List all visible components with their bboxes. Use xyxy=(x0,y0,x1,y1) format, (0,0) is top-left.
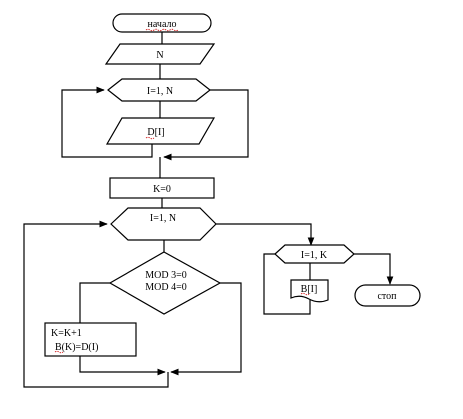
output-b-label: B[I] xyxy=(301,284,318,295)
loop1-exit-edge xyxy=(163,89,249,161)
condition-line1: MOD 3=0 xyxy=(145,270,186,281)
init-k-block: K=0 xyxy=(109,177,215,199)
loop2-exit-edge xyxy=(216,223,315,246)
input-d-label: D[I] xyxy=(147,127,164,138)
loop2-hexagon: I=1, N xyxy=(110,207,217,241)
loop3-exit-edge xyxy=(354,253,394,285)
end-label: стоп xyxy=(377,291,397,302)
decision-yes-edge xyxy=(79,282,110,323)
input-d-block: D[I] xyxy=(105,117,216,145)
decision-diamond: MOD 3=0 MOD 4=0 xyxy=(108,251,222,315)
loop2-label: I=1, N xyxy=(150,213,176,224)
loop3-back-edge xyxy=(263,253,311,315)
assign-block: K=K+1 B(K)=D(I) xyxy=(44,322,137,357)
assign-line2: B(K)=D(I) xyxy=(55,342,98,353)
input-n-label: N xyxy=(156,50,163,61)
decision-no-edge xyxy=(170,282,242,376)
condition-line2: MOD 4=0 xyxy=(145,282,186,293)
assign-line1: K=K+1 xyxy=(51,328,82,339)
assign-merge-edge xyxy=(79,356,166,376)
loop1-label: I=1, N xyxy=(147,86,173,97)
input-n-block: N xyxy=(104,43,216,65)
loop2-back-edge xyxy=(23,220,169,388)
init-k-label: K=0 xyxy=(153,184,171,195)
loop1-back-edge xyxy=(61,86,153,158)
start-terminator: начало xyxy=(112,13,212,33)
start-label: начало xyxy=(148,19,177,30)
end-terminator: стоп xyxy=(354,284,421,307)
loop1-hexagon: I=1, N xyxy=(107,78,211,102)
loop3-hexagon: I=1, K xyxy=(274,244,355,264)
output-b-block: B[I] xyxy=(290,279,329,303)
loop3-label: I=1, K xyxy=(301,250,328,261)
